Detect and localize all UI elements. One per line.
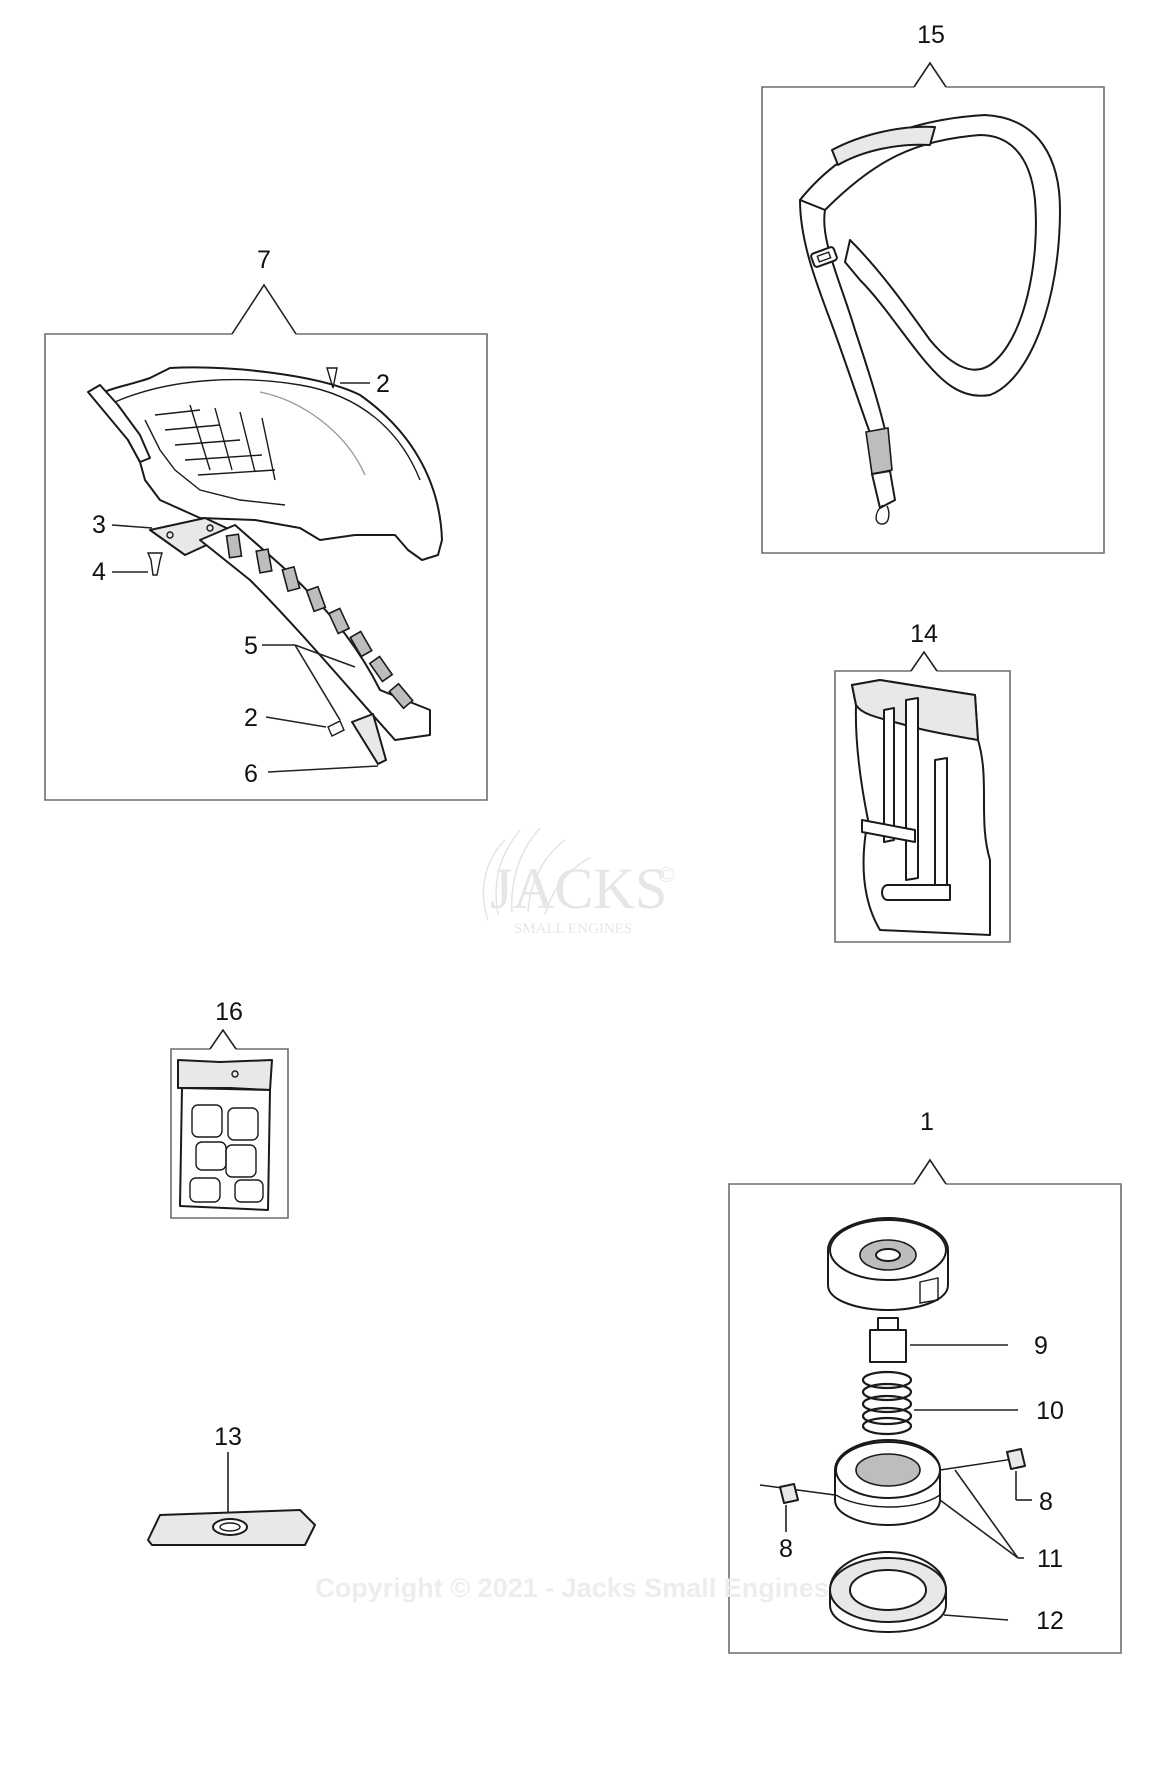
logo-copyright-mark: ©	[658, 862, 675, 887]
callout-2-top: 2	[376, 370, 390, 398]
callout-3: 3	[92, 511, 106, 539]
callout-16: 16	[215, 998, 243, 1026]
part-13-blade: 13	[147, 1423, 316, 1546]
callout-9: 9	[1034, 1332, 1048, 1360]
logo-sub-text: SMALL ENGINES	[514, 921, 632, 937]
callout-2-bottom: 2	[244, 704, 258, 732]
cutter-blade	[351, 713, 387, 765]
callout-6: 6	[244, 760, 258, 788]
shoulder-strap	[799, 114, 1061, 397]
group-7-frame	[44, 333, 488, 801]
group-1-frame	[728, 1183, 1122, 1654]
callout-1: 1	[920, 1108, 934, 1136]
part-group-14-tool-kit: 14	[834, 620, 1011, 943]
part-group-1-trimmer-head: 1 9 10 11	[728, 1108, 1122, 1654]
jacks-logo-watermark: JACKS © SMALL ENGINES	[482, 827, 675, 937]
logo-main-text: JACKS	[490, 856, 667, 921]
part-group-16-pad: 16	[170, 998, 289, 1219]
callout-14: 14	[910, 620, 938, 648]
callout-4: 4	[92, 558, 106, 586]
part-group-15-harness: 15	[761, 21, 1105, 554]
group-14-frame	[834, 670, 1011, 943]
callout-8-left: 8	[779, 1535, 793, 1563]
callout-10: 10	[1036, 1397, 1064, 1425]
group-15-frame	[761, 86, 1105, 554]
callout-7: 7	[257, 246, 271, 274]
group-16-frame	[170, 1048, 289, 1219]
copyright-notice: Copyright © 2021 - Jacks Small Engines	[315, 1573, 829, 1603]
callout-11: 11	[1037, 1545, 1063, 1573]
callout-13: 13	[214, 1423, 242, 1451]
callout-5: 5	[244, 632, 258, 660]
callout-8-right: 8	[1039, 1488, 1053, 1516]
callout-12: 12	[1036, 1607, 1064, 1635]
callout-15: 15	[917, 21, 945, 49]
guard-shield	[97, 366, 443, 561]
part-group-7-guard: 7 2 3 4	[44, 246, 488, 801]
